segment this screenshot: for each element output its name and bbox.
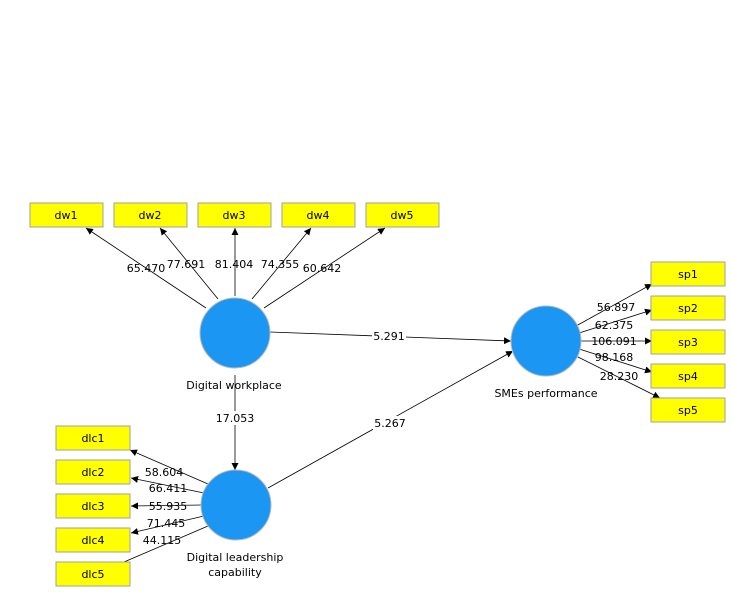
- indicator-label: dw2: [139, 209, 162, 222]
- edge-dlc-dlc5: [123, 525, 209, 563]
- loading-dw4: 74.355: [261, 258, 300, 271]
- latent-digital-leadership-capability[interactable]: [200, 469, 272, 541]
- indicator-dw1[interactable]: [29, 202, 104, 228]
- path-label-dw-sp: 5.291: [373, 330, 405, 343]
- indicator-dlc1[interactable]: [55, 425, 131, 451]
- indicator-sp1[interactable]: [650, 261, 726, 287]
- indicator-dw4[interactable]: [281, 202, 356, 228]
- indicator-label: dw1: [55, 209, 78, 222]
- indicator-dlc3[interactable]: [55, 493, 131, 519]
- indicator-label: dw3: [223, 209, 246, 222]
- loading-dw3: 81.404: [215, 258, 254, 271]
- loading-dw1: 65.470: [127, 262, 166, 275]
- indicator-dw5[interactable]: [365, 202, 440, 228]
- loading-dlc4: 71.445: [147, 517, 186, 530]
- loading-sp1: 56.897: [597, 301, 636, 314]
- indicator-dlc2[interactable]: [55, 459, 131, 485]
- loading-dlc3: 55.935: [149, 500, 188, 513]
- indicator-dlc4[interactable]: [55, 527, 131, 553]
- loading-dlc1: 58.604: [145, 466, 184, 479]
- latent-label-dlc-line1: Digital leadership: [187, 551, 284, 564]
- indicator-label: dlc4: [81, 534, 104, 547]
- indicator-sp4[interactable]: [650, 363, 726, 389]
- path-label-dw-dlc: 17.053: [216, 412, 255, 425]
- latent-label-dw: Digital workplace: [186, 379, 282, 392]
- edge-dlc-dlc3: [130, 502, 203, 510]
- edge-sp-sp5: [575, 355, 661, 399]
- indicator-label: dlc1: [81, 432, 104, 445]
- indicator-sp2[interactable]: [650, 295, 726, 321]
- indicator-sp5[interactable]: [650, 397, 726, 423]
- indicator-dw2[interactable]: [113, 202, 188, 228]
- edge-sp-sp1: [575, 283, 653, 327]
- indicator-label: sp1: [678, 268, 698, 281]
- indicator-dlc5[interactable]: [55, 561, 131, 587]
- loading-dlc5: 44.115: [143, 534, 182, 547]
- edge-dw-dw2: [159, 227, 219, 300]
- loading-dw5: 60.642: [303, 262, 342, 275]
- indicator-label: dlc2: [81, 466, 104, 479]
- loading-dlc2: 66.411: [149, 482, 188, 495]
- edge-dw-dw4: [251, 227, 312, 300]
- indicator-label: sp2: [678, 302, 698, 315]
- loading-sp4: 98.168: [595, 351, 634, 364]
- edge-sp-sp2: [578, 308, 653, 334]
- path-label-dlc-sp: 5.267: [374, 417, 406, 430]
- loading-dw2: 77.691: [167, 258, 206, 271]
- edge-dw-dw1: [85, 227, 207, 309]
- latent-digital-workplace[interactable]: [199, 297, 271, 369]
- edge-sp-sp4: [578, 348, 653, 374]
- indicator-label: dw4: [307, 209, 330, 222]
- indicator-label: dw5: [391, 209, 414, 222]
- indicator-label: sp4: [678, 370, 698, 383]
- indicator-label: sp5: [678, 404, 698, 417]
- indicator-dw3[interactable]: [197, 202, 272, 228]
- edge-dw-dw5: [263, 227, 386, 309]
- loading-sp2: 62.375: [595, 319, 634, 332]
- edge-dlc-dlc1: [129, 449, 209, 485]
- indicator-label: dlc3: [81, 500, 104, 513]
- loading-sp5: 28.230: [600, 370, 639, 383]
- indicator-sp3[interactable]: [650, 329, 726, 355]
- loading-sp3: 106.091: [591, 335, 637, 348]
- indicator-label: sp3: [678, 336, 698, 349]
- latent-smes-performance[interactable]: [510, 305, 582, 377]
- latent-label-dlc-line2: capability: [208, 566, 262, 579]
- edge-dlc-dlc2: [130, 475, 205, 494]
- indicator-label: dlc5: [81, 568, 104, 581]
- latent-label-sp: SMEs performance: [494, 387, 597, 400]
- edge-dlc-dlc4: [130, 515, 205, 535]
